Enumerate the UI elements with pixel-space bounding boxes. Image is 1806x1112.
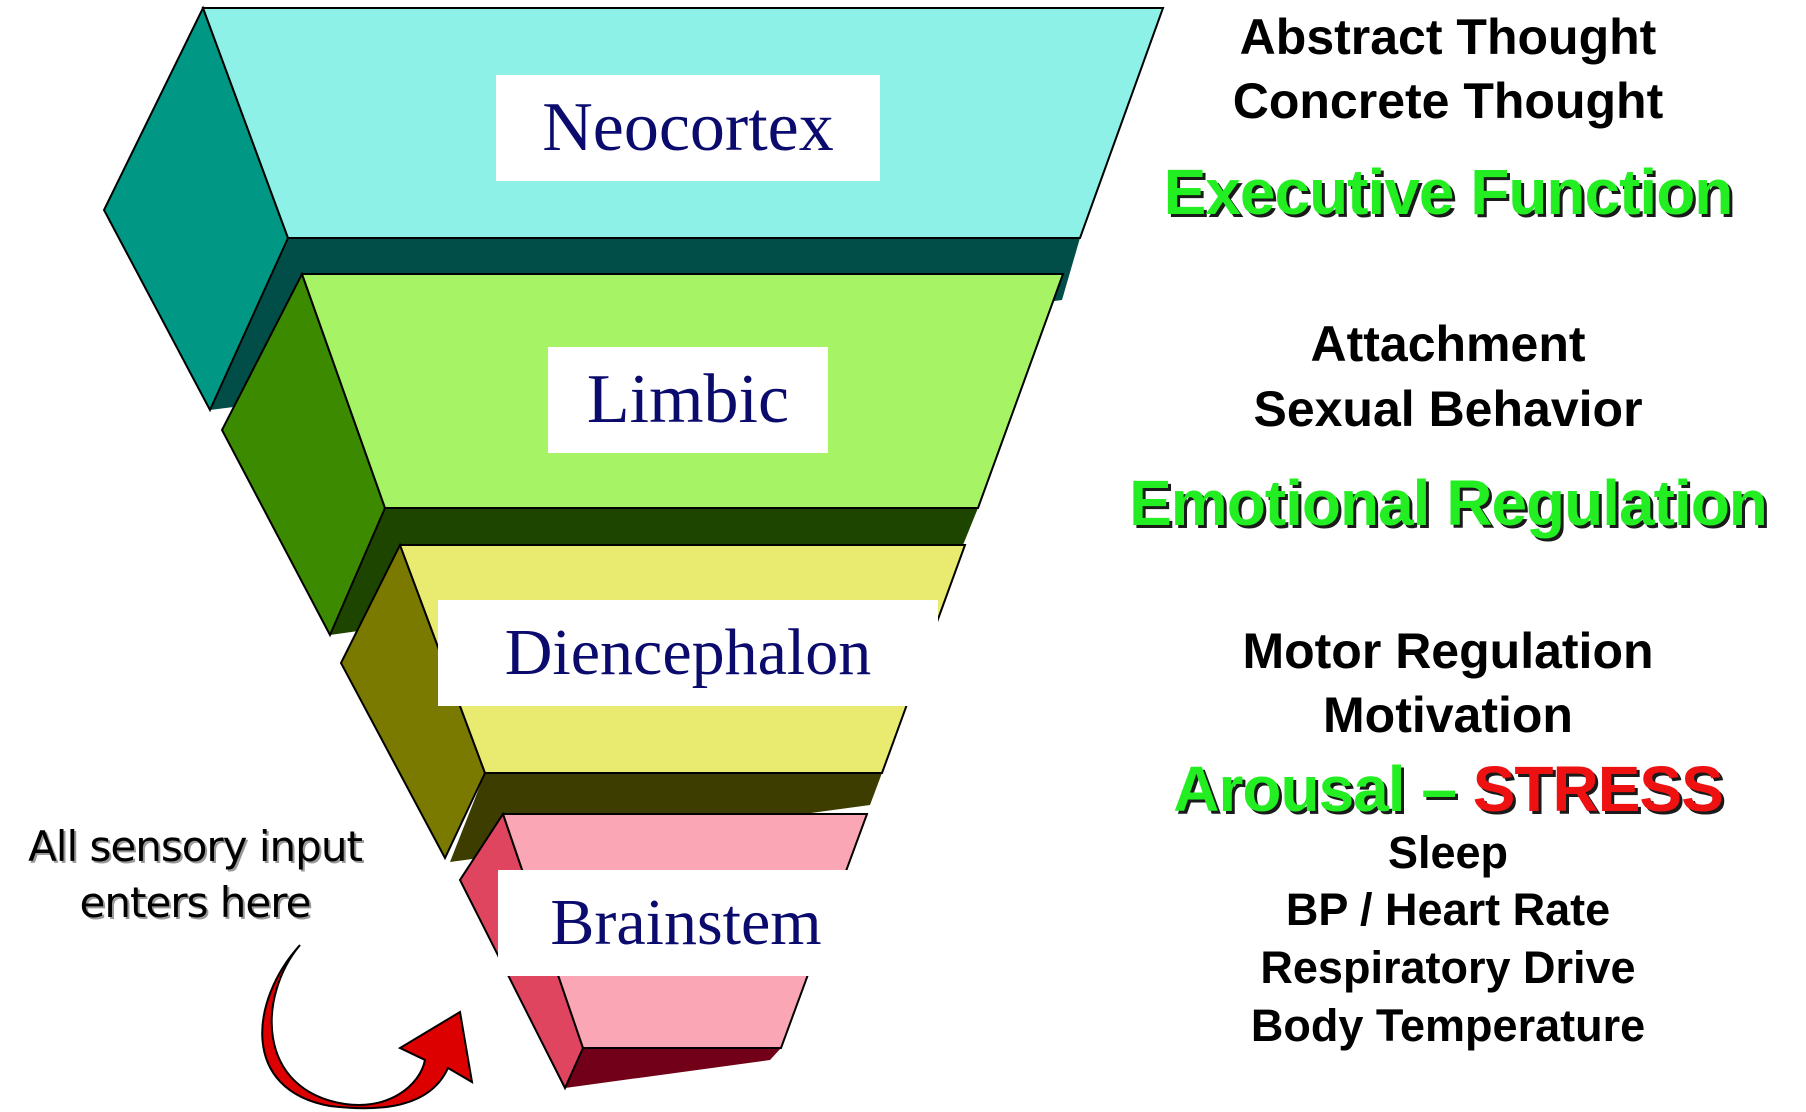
neocortex-label: Neocortex bbox=[496, 75, 880, 181]
key-arousal-stress: Arousal – STRESS bbox=[1058, 752, 1806, 826]
fn-sexual-behavior: Sexual Behavior bbox=[1253, 381, 1643, 437]
arousal-text: Arousal – bbox=[1173, 753, 1473, 825]
stress-text: STRESS bbox=[1472, 753, 1724, 825]
curved-arrow-icon bbox=[261, 944, 474, 1110]
sensory-note-line2: enters here bbox=[79, 878, 312, 927]
key-emotional-regulation: Emotional Regulation bbox=[1129, 467, 1768, 539]
brainstem-label: Brainstem bbox=[498, 870, 874, 976]
brainstem-bottom bbox=[565, 1048, 781, 1088]
sensory-note-line1: All sensory input bbox=[28, 822, 363, 871]
fn-abstract-thought: Abstract Thought bbox=[1239, 9, 1657, 65]
fn-body-temperature: Body Temperature bbox=[1250, 1000, 1646, 1051]
fn-attachment: Attachment bbox=[1310, 316, 1586, 372]
key-executive-function: Executive Function bbox=[1163, 156, 1734, 228]
fn-motor-regulation: Motor Regulation bbox=[1242, 623, 1654, 679]
fn-sleep: Sleep bbox=[1387, 827, 1509, 878]
fn-respiratory-drive: Respiratory Drive bbox=[1260, 942, 1636, 993]
fn-motivation: Motivation bbox=[1323, 687, 1573, 743]
fn-concrete-thought: Concrete Thought bbox=[1232, 73, 1664, 129]
diencephalon-label: Diencephalon bbox=[438, 600, 938, 706]
limbic-label: Limbic bbox=[548, 347, 828, 453]
sensory-arrow bbox=[261, 944, 474, 1110]
fn-bp-heart-rate: BP / Heart Rate bbox=[1285, 884, 1611, 935]
